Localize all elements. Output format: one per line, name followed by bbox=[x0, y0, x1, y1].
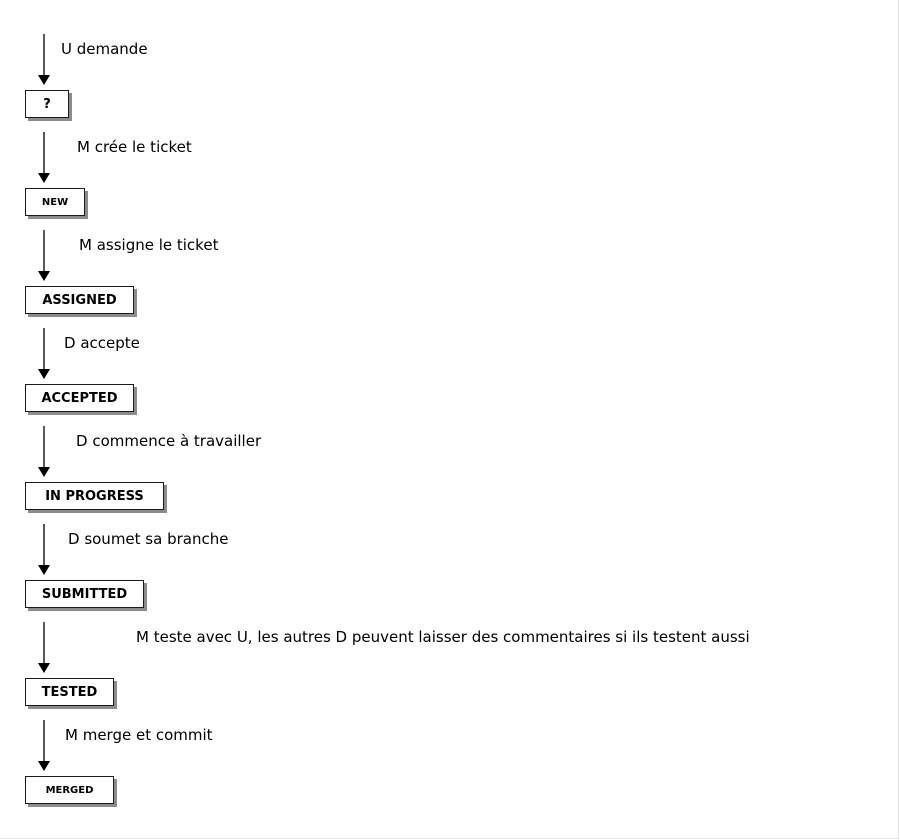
state-new: NEW bbox=[25, 188, 85, 216]
transition-label: M teste avec U, les autres D peuvent lai… bbox=[136, 628, 750, 646]
transition-label: M assigne le ticket bbox=[79, 236, 219, 254]
start-label: U demande bbox=[61, 40, 148, 58]
state-merged: MERGED bbox=[25, 776, 114, 804]
state-tested: TESTED bbox=[25, 678, 114, 706]
state-assigned: ASSIGNED bbox=[25, 286, 134, 314]
state-in-progress: IN PROGRESS bbox=[25, 482, 164, 510]
state-submitted: SUBMITTED bbox=[25, 580, 144, 608]
transition-label: M merge et commit bbox=[65, 726, 213, 744]
state-accepted: ACCEPTED bbox=[25, 384, 134, 412]
transition-label: D commence à travailler bbox=[76, 432, 262, 450]
state-unknown: ? bbox=[25, 90, 69, 118]
transition-label: M crée le ticket bbox=[77, 138, 192, 156]
transition-label: D accepte bbox=[64, 334, 140, 352]
transition-label: D soumet sa branche bbox=[68, 530, 229, 548]
